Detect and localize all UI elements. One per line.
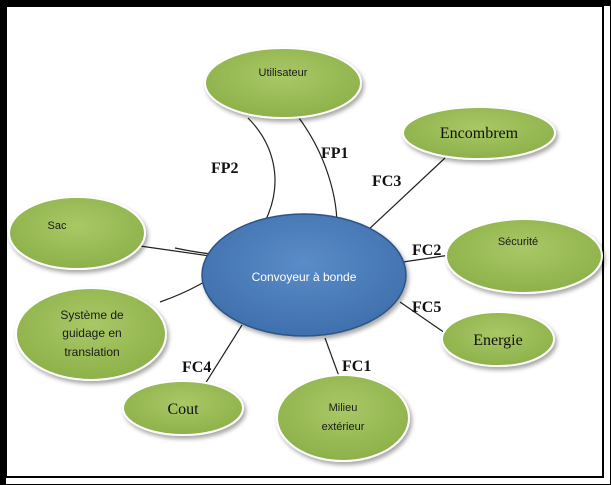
node-milieu-exterieur: Milieu extérieur [276, 374, 410, 462]
node-label-milieu-2: extérieur [322, 421, 365, 433]
node-label-systeme-1: Système de [60, 308, 124, 322]
label-fc2: FC2 [412, 242, 441, 259]
node-systeme-guidage: Système de guidage en translation [15, 287, 167, 381]
node-label-systeme-3: translation [64, 345, 119, 359]
fc2-line [402, 254, 451, 263]
sac-line [139, 245, 211, 257]
center-label: Convoyeur à bonde [252, 270, 357, 284]
label-fc5: FC5 [412, 299, 441, 316]
node-label-milieu-1: Milieu [329, 402, 358, 414]
node-encombrement: Encombrem [402, 106, 556, 160]
node-label-cout: Cout [167, 401, 199, 418]
node-label-encombrement: Encombrem [440, 125, 519, 142]
fp2-path [159, 117, 276, 303]
node-label-sac: Sac [48, 220, 67, 232]
center-node: Convoyeur à bonde [201, 213, 407, 337]
node-securite: Sécurité [445, 218, 603, 294]
fc4-line [199, 324, 243, 393]
node-utilisateur: Utilisateur [204, 47, 362, 119]
node-label-utilisateur: Utilisateur [259, 67, 308, 79]
label-fc4: FC4 [182, 359, 211, 376]
function-labels: FP1 FP2 FC3 FC2 FC5 FC1 FC4 [182, 145, 441, 376]
fc1-line [324, 337, 341, 380]
fc5-line [399, 301, 446, 334]
label-fc1: FC1 [342, 358, 371, 375]
label-fc3: FC3 [372, 173, 401, 190]
node-cout: Cout [122, 380, 244, 436]
label-fp1: FP1 [321, 145, 349, 162]
label-fp2: FP2 [211, 160, 239, 177]
node-label-securite: Sécurité [498, 236, 538, 248]
node-label-systeme-2: guidage en [62, 326, 121, 340]
fc3-line [366, 157, 446, 232]
node-label-energie: Energie [473, 332, 522, 349]
node-sac: Sac [8, 196, 146, 270]
node-energie: Energie [441, 311, 555, 367]
